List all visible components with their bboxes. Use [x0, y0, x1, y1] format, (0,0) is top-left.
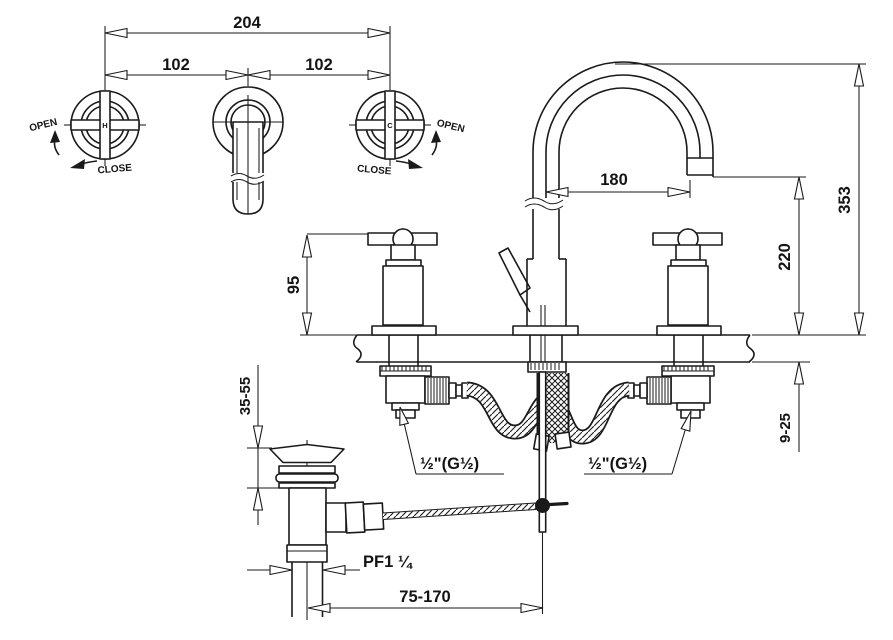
- dim-drain-thread: PF1 ¼: [247, 553, 413, 576]
- dim-220: 220: [776, 243, 794, 271]
- dim-total-height: 353: [615, 63, 866, 336]
- drain-flange: [269, 443, 345, 464]
- inlet-thread-left: ½"(G½): [420, 455, 479, 473]
- dim-spout-outlet-height: 220: [713, 176, 806, 336]
- dim-pf1-quarter: PF1 ¼: [363, 553, 413, 571]
- plan-view: 204 102 102 H: [28, 14, 466, 215]
- dim-102-right: 102: [305, 56, 333, 74]
- left-open-arrow-icon: [50, 130, 60, 143]
- left-open-label: OPEN: [28, 117, 58, 135]
- dim-204: 204: [233, 14, 261, 32]
- inlet-thread-labels: ½"(G½) ½"(G½): [399, 406, 692, 475]
- right-close-label: CLOSE: [357, 164, 393, 178]
- dim-75-170: 75-170: [399, 588, 450, 606]
- spout-underdeck: [527, 335, 572, 452]
- right-handle-elevation: [652, 228, 723, 336]
- right-open-label: OPEN: [436, 118, 466, 136]
- cold-indicator: C: [387, 121, 393, 130]
- dim-9-25: 9-25: [777, 413, 794, 443]
- inlet-thread-right: ½"(G½): [588, 455, 647, 473]
- left-close-arrow-icon: [70, 159, 85, 169]
- dim-handle-height: 95: [285, 233, 368, 336]
- dim-180: 180: [600, 171, 628, 189]
- elevation-view: 95 180 353 220: [237, 61, 866, 620]
- dim-drain-flange-range: 35-55: [237, 365, 287, 525]
- dim-spout-reach: 180: [545, 171, 691, 198]
- dim-spacing: 102 102: [104, 56, 391, 81]
- deck: [352, 334, 755, 363]
- right-close-arrow-icon: [408, 159, 423, 169]
- dim-102-left: 102: [162, 56, 190, 74]
- left-handle-elevation: [367, 228, 438, 336]
- left-close-label: CLOSE: [97, 163, 133, 177]
- lift-rod-knob: [498, 247, 531, 296]
- spout-elevation: [498, 61, 714, 372]
- dim-35-55: 35-55: [237, 377, 254, 415]
- plan-right-handle: C: [349, 90, 431, 166]
- dim-95: 95: [285, 276, 303, 294]
- dim-overall-width: 204: [104, 14, 391, 90]
- popup-drain: [269, 440, 385, 620]
- dim-353: 353: [836, 186, 854, 214]
- plan-left-handle: H: [64, 90, 146, 166]
- right-open-arrow-icon: [431, 130, 441, 143]
- dim-rod-adjust-range: 75-170: [307, 588, 544, 614]
- horizontal-rod: [382, 503, 537, 519]
- plan-spout: [212, 86, 284, 215]
- popup-linkage: [382, 371, 569, 614]
- rod-ball-joint: [535, 498, 550, 513]
- dim-counter-thickness: 9-25: [752, 361, 810, 452]
- hot-indicator: H: [102, 121, 107, 130]
